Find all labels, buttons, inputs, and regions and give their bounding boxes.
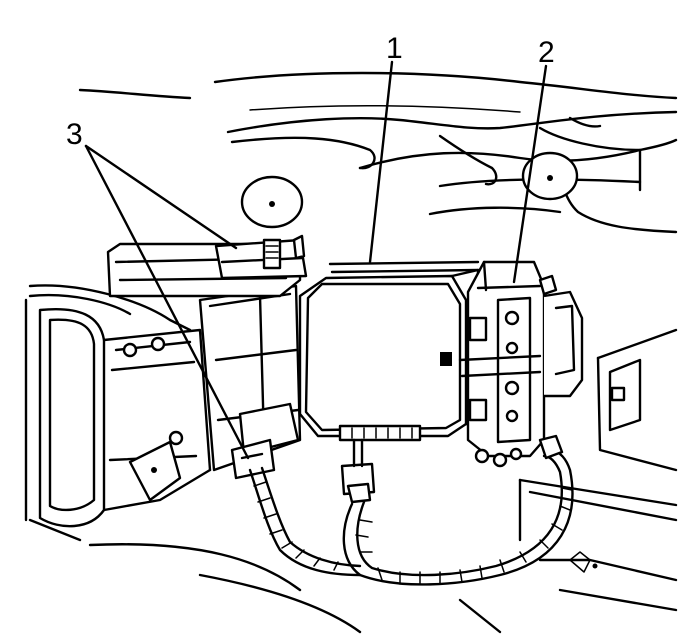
right-side-panel xyxy=(518,328,678,612)
leader-line-2 xyxy=(512,64,548,284)
leader-line-3b xyxy=(84,144,250,460)
leader-line-1 xyxy=(368,60,394,264)
relay-bracket xyxy=(458,260,584,468)
callout-leaders xyxy=(84,60,548,460)
control-module xyxy=(298,260,480,442)
callout-2: 2 xyxy=(538,36,555,69)
wiring-harness xyxy=(248,434,574,586)
callout-1: 1 xyxy=(386,32,403,65)
left-lamp-assembly xyxy=(24,284,302,542)
leader-line-3a xyxy=(84,144,238,250)
floor-panel xyxy=(88,543,502,634)
upper-body-panel xyxy=(78,71,678,234)
callout-3: 3 xyxy=(66,118,83,151)
